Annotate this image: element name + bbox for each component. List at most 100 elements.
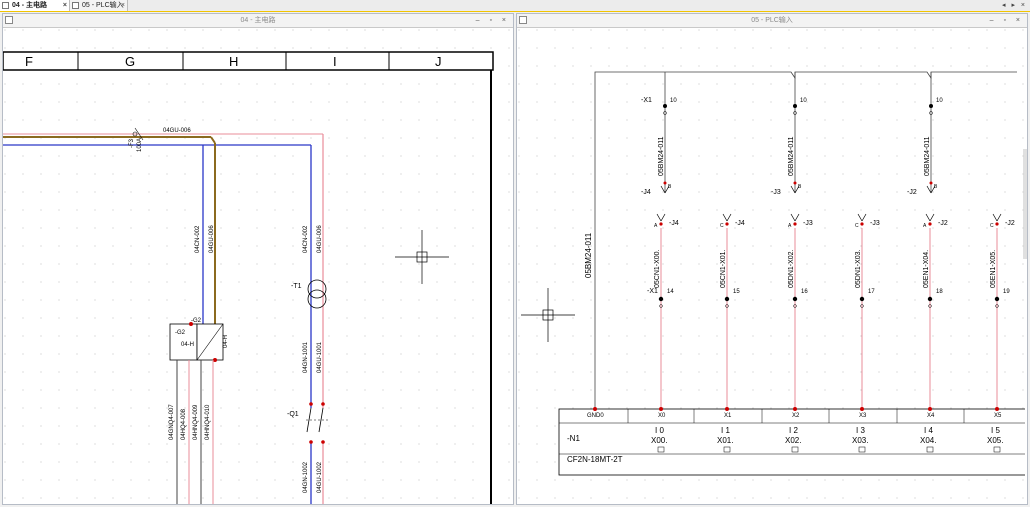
breaker-q1[interactable]: -Q1 (287, 402, 328, 444)
io-address: X04. (920, 436, 936, 445)
main-circuit-canvas[interactable]: F G H I J -F3 100A 04GU-006 04CN-002 04G… (3, 28, 514, 505)
pin-letter: A (788, 223, 792, 229)
column-label: F (25, 54, 33, 69)
terminal-tag: -X1 (641, 97, 652, 104)
terminal-number: 17 (868, 289, 875, 295)
column-label: I (333, 54, 337, 69)
fuse-f3[interactable]: -F3 100A (129, 127, 144, 152)
component-tag: -G2 (191, 318, 202, 324)
wire-label: 05DN1-X03. (855, 249, 862, 288)
column-label: H (229, 54, 238, 69)
port-label: X1 (724, 413, 732, 419)
tab-main-circuit[interactable]: 04 - 主电路 × (0, 0, 70, 11)
plc-model: CF2N-18MT-2T (567, 455, 623, 464)
fuse-rating: 100A (137, 138, 143, 152)
wire-label: 05EN1-X04. (923, 250, 930, 288)
pin-letter: B (668, 184, 672, 190)
terminal-dot (859, 296, 865, 302)
component-side: 04-H (223, 335, 229, 348)
wire-label: 05CN1-X00. (654, 249, 661, 288)
window-buttons[interactable]: – ▫ × (989, 17, 1024, 24)
pane-title-bar[interactable]: 04 - 主电路 – ▫ × (3, 14, 513, 28)
io-label: I 3 (856, 426, 865, 435)
io-address: X02. (785, 436, 801, 445)
window-buttons[interactable]: – ▫ × (475, 17, 510, 24)
plug-tag: -J3 (870, 220, 880, 227)
wire-label: 05BM24-011 (584, 232, 593, 278)
terminal-dot (792, 296, 798, 302)
pin-letter: B (798, 184, 802, 190)
fuse-tag: -F3 (129, 138, 135, 148)
wire-label: 04GU-006 (209, 225, 215, 253)
column-header-row (3, 51, 494, 71)
wire-label: 04GU-1001 (317, 341, 323, 373)
terminal-number: 14 (667, 289, 674, 295)
terminal-number: 10 (936, 98, 943, 104)
terminal-number: 10 (800, 98, 807, 104)
wire-label: 05CN1-X01. (720, 249, 727, 288)
component-sub: 04-H (181, 342, 194, 348)
left-schematic-pane[interactable]: 04 - 主电路 – ▫ × F G H I J (2, 13, 514, 505)
terminal-dot (929, 104, 933, 108)
wire-label: 04GU-1002 (317, 461, 323, 493)
pin-letter: A (654, 223, 658, 229)
terminal-tag: -X1 (647, 288, 658, 295)
column-label: G (125, 54, 135, 69)
wire-label: 05EN1-X05. (990, 250, 997, 288)
pane-title: 05 - PLC输入 (751, 17, 793, 24)
wire-label: 04GU-006 (317, 225, 323, 253)
plug-tag: -J4 (735, 220, 745, 227)
tab-label: 04 - 主电路 (12, 2, 48, 9)
pane-title-bar[interactable]: 05 - PLC输入 – ▫ × (517, 14, 1027, 28)
wire-label: 05BM24-011 (658, 136, 665, 176)
wire-label: 04GNQ4-007 (169, 404, 175, 440)
right-schematic-pane[interactable]: 05 - PLC输入 – ▫ × 05BM24-011 10 -X1 05BM24-… (516, 13, 1028, 505)
crosshair-cursor-icon (395, 230, 449, 284)
terminal-number: 16 (801, 289, 808, 295)
pin-letter: C (990, 223, 994, 229)
breaker-tag: -Q1 (287, 411, 299, 418)
column-label: J (435, 54, 442, 69)
terminal-dot (927, 296, 933, 302)
port-label: X5 (994, 413, 1002, 419)
wire-label: 05BM24-011 (924, 136, 931, 176)
close-icon[interactable]: × (62, 2, 67, 9)
pin-letter: C (720, 223, 724, 229)
input-channel[interactable]: C -J4 05CN1-X01. 15 (720, 213, 745, 409)
io-label: I 1 (721, 426, 730, 435)
page-icon (2, 2, 9, 9)
plc-module-n1[interactable]: GND0 -N1 CF2N-18MT-2T (558, 407, 1025, 476)
tab-label: 05 - PLC输入 (82, 2, 124, 9)
wire-label: 04HQ4-008 (181, 408, 187, 440)
connector-tag: -J2 (907, 189, 917, 196)
wire-label: 04CN-002 (303, 225, 309, 253)
transformer-t1[interactable]: -T1 (291, 279, 327, 309)
tab-nav-arrows[interactable]: ◂ ▸ × (1001, 2, 1027, 9)
tab-plc-input[interactable]: 05 - PLC输入 × (70, 0, 128, 11)
crosshair-cursor-icon (521, 288, 575, 342)
io-address: X03. (852, 436, 868, 445)
terminal-number: 15 (733, 289, 740, 295)
plc-input-canvas[interactable]: 05BM24-011 10-X105BM24-011B-J41005BM24-0… (517, 28, 1025, 505)
close-icon[interactable]: × (120, 2, 125, 9)
page-icon (519, 16, 527, 24)
component-g2[interactable]: -G2 -G2 04-H 04-H (169, 318, 229, 362)
vertical-scrollbar[interactable] (1023, 149, 1027, 259)
terminal-dot (658, 296, 664, 302)
pin-letter: B (934, 184, 938, 190)
wire-label: 04CN-002 (195, 225, 201, 253)
